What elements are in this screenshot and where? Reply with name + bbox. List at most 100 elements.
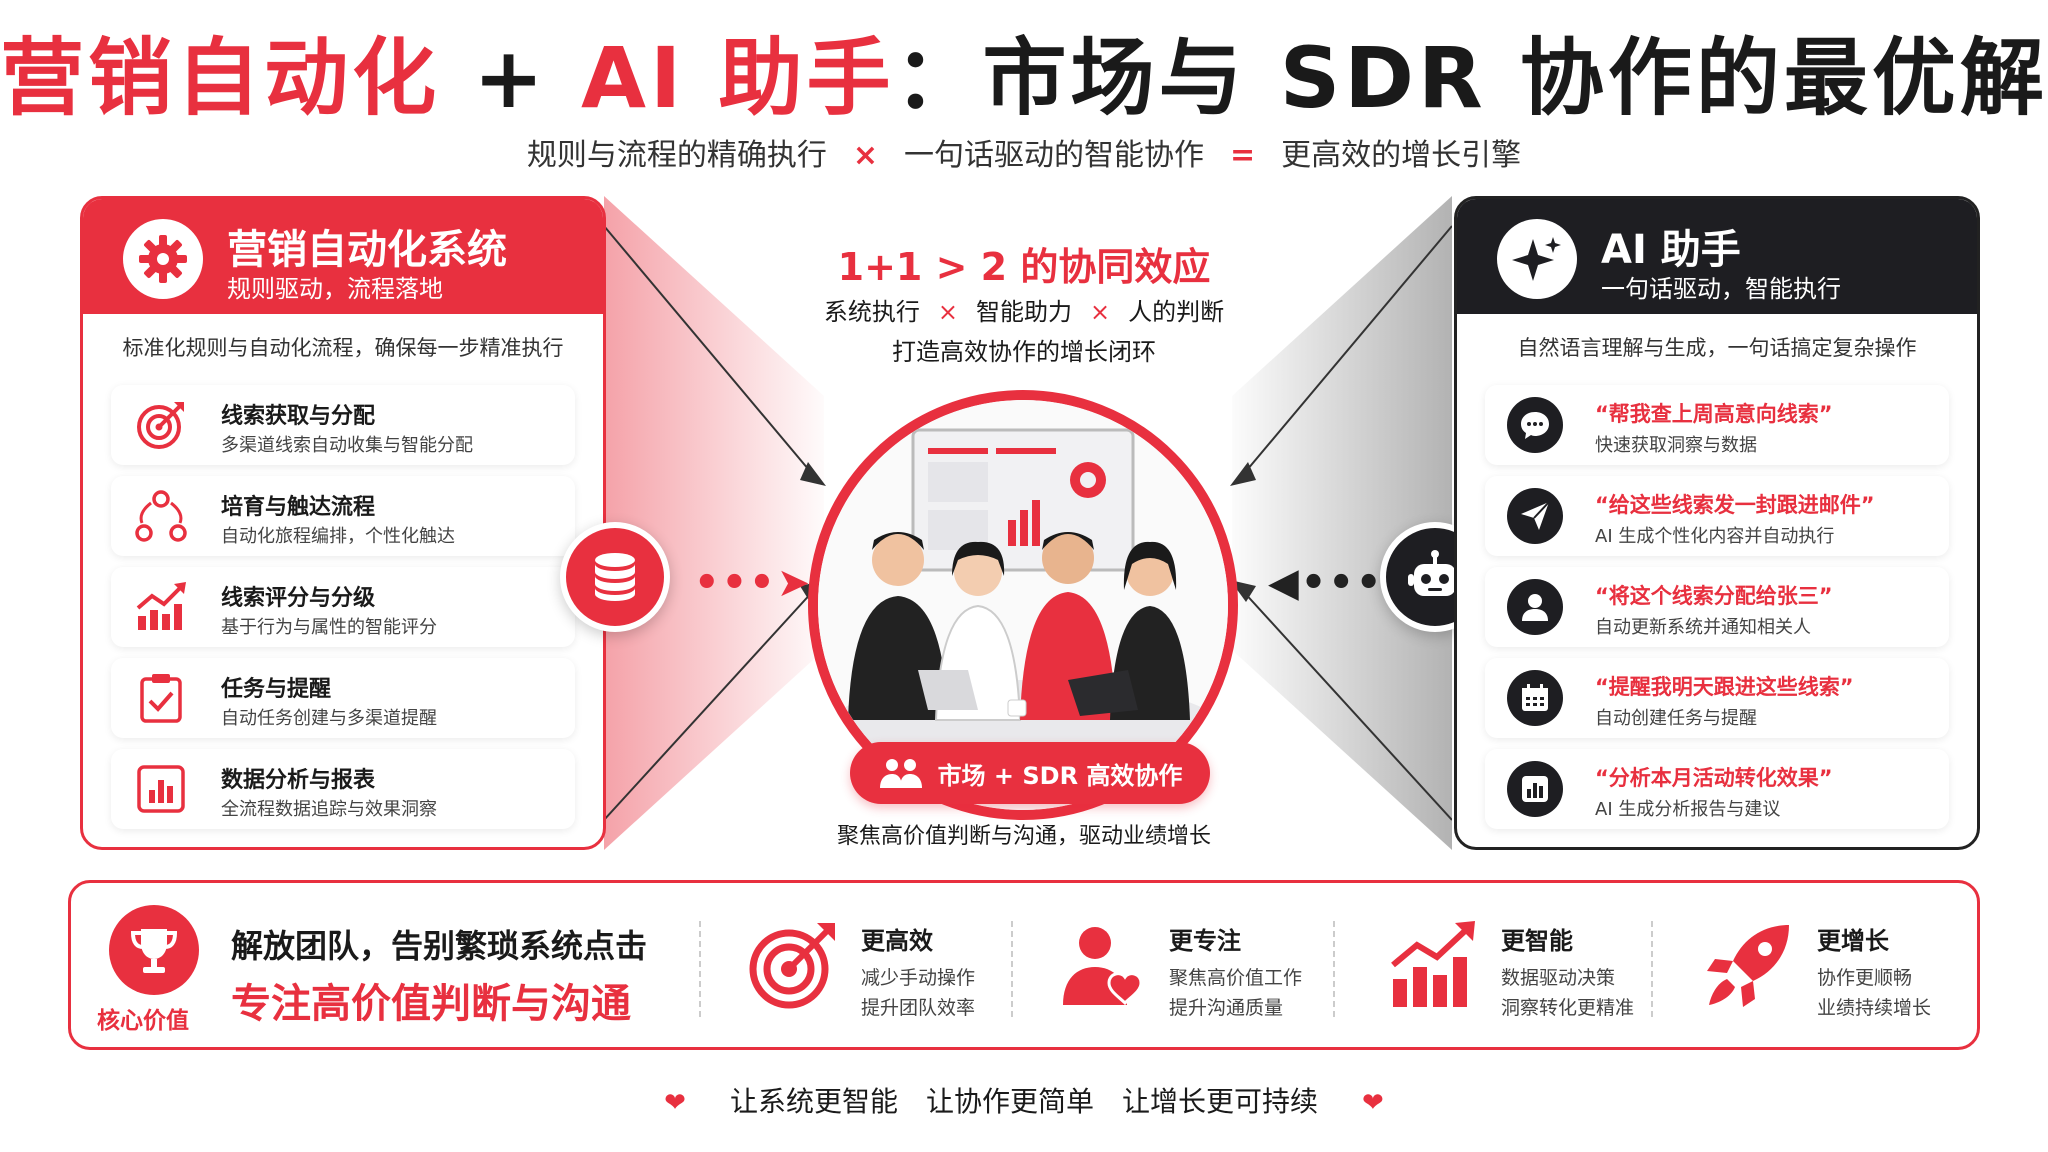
benefit-line1: 协作更顺畅	[1817, 967, 1913, 989]
subtitle-equals: =	[1230, 138, 1256, 173]
gear-icon	[123, 219, 203, 299]
synergy-heading: 1+1 > 2 的协同效应	[837, 245, 1211, 289]
item-desc: 多渠道线索自动收集与智能分配	[221, 435, 473, 456]
trophy-icon	[109, 905, 199, 995]
clipboard-check-icon	[133, 670, 189, 726]
benefit-smarter: 更智能 数据驱动决策 洞察转化更精准	[1383, 903, 1673, 1033]
item-title: 任务与提醒	[221, 677, 332, 702]
benefit-line2: 洞察转化更精准	[1501, 997, 1635, 1019]
chat-bubble-icon	[1507, 397, 1563, 453]
list-item: 线索评分与分级 基于行为与属性的智能评分	[111, 567, 575, 647]
divider	[1651, 921, 1653, 1017]
panel-subtitle: 规则驱动，流程落地	[227, 275, 443, 303]
heart-icon: ❤	[1362, 1088, 1384, 1118]
center-caption: 聚焦高价值判断与沟通，驱动业绩增长	[836, 824, 1211, 849]
panel-description: 标准化规则与自动化流程，确保每一步精准执行	[122, 336, 564, 360]
ai-assistant-panel: AI 助手 一句话驱动，智能执行 自然语言理解与生成，一句话搞定复杂操作 “帮我…	[1454, 196, 1980, 850]
paper-plane-icon	[1507, 488, 1563, 544]
list-item: “给这些线索发一封跟进邮件” AI 生成个性化内容并自动执行	[1485, 476, 1949, 556]
list-item: 培育与触达流程 自动化旅程编排，个性化触达	[111, 476, 575, 556]
core-value-label: 核心价值	[97, 1008, 189, 1034]
benefit-line2: 业绩持续增长	[1817, 997, 1932, 1019]
item-title: “提醒我明天跟进这些线索”	[1595, 675, 1854, 699]
panel-description: 自然语言理解与生成，一句话搞定复杂操作	[1517, 336, 1917, 360]
list-item: 任务与提醒 自动任务创建与多渠道提醒	[111, 658, 575, 738]
synergy-tagline: 打造高效协作的增长闭环	[892, 338, 1156, 366]
list-item: “提醒我明天跟进这些线索” 自动创建任务与提醒	[1485, 658, 1949, 738]
target-icon	[133, 397, 189, 453]
collaboration-badge: 市场 + SDR 高效协作	[850, 742, 1210, 804]
benefit-line2: 提升团队效率	[861, 997, 976, 1019]
benefit-focused: 更专注 聚焦高价值工作 提升沟通质量	[1051, 903, 1321, 1033]
benefit-line1: 聚焦高价值工作	[1169, 967, 1303, 989]
target-arrow-icon	[743, 915, 843, 1015]
title-part-ai: AI 助手	[580, 29, 895, 127]
feature-list: 线索获取与分配 多渠道线索自动收集与智能分配 培育与触达流程 自动化旅程编排，个…	[111, 385, 575, 840]
item-desc: 全流程数据追踪与效果洞察	[221, 799, 437, 820]
team-illustration	[808, 390, 1238, 820]
slogan-c: 让增长更可持续	[1122, 1085, 1319, 1118]
database-icon	[560, 522, 670, 632]
divider	[1011, 921, 1013, 1017]
benefit-efficient: 更高效 减少手动操作 提升团队效率	[743, 903, 1003, 1033]
item-title: 数据分析与报表	[221, 768, 376, 793]
sparkle-icon	[1497, 219, 1577, 299]
panel-title: AI 助手	[1601, 227, 1741, 273]
item-title: “帮我查上周高意向线索”	[1595, 402, 1833, 426]
benefit-growth: 更增长 协作更顺畅 业绩持续增长	[1699, 903, 1969, 1033]
person-heart-icon	[1051, 915, 1151, 1015]
list-item: “帮我查上周高意向线索” 快速获取洞察与数据	[1485, 385, 1949, 465]
heart-icon: ❤	[664, 1088, 686, 1118]
formula-ai: 智能助力	[976, 298, 1072, 326]
panel-header: AI 助手 一句话驱动，智能执行	[1457, 199, 1977, 314]
item-desc: 基于行为与属性的智能评分	[221, 617, 437, 638]
item-title: 线索获取与分配	[221, 404, 376, 429]
item-desc: AI 生成分析报告与建议	[1595, 799, 1781, 820]
title-part-rest: ：市场与 SDR 协作的最优解	[894, 29, 2048, 127]
core-value-bar: 核心价值 解放团队，告别繁琐系统点击 专注高价值判断与沟通 更高效 减少手动操作…	[68, 880, 1980, 1050]
analytics-icon	[1507, 761, 1563, 817]
slogan-a: 让系统更智能	[729, 1085, 898, 1118]
formula-system: 系统执行	[823, 298, 920, 326]
list-item: “将这个线索分配给张三” 自动更新系统并通知相关人	[1485, 567, 1949, 647]
formula-human: 人的判断	[1128, 298, 1225, 326]
rocket-icon	[1699, 915, 1799, 1015]
list-item: 线索获取与分配 多渠道线索自动收集与智能分配	[111, 385, 575, 465]
team-icon	[878, 756, 924, 790]
formula-times: ×	[937, 298, 958, 326]
bar-chart-icon	[133, 761, 189, 817]
workflow-icon	[133, 488, 189, 544]
subtitle-a: 规则与流程的精确执行	[526, 138, 827, 173]
benefit-title: 更智能	[1501, 927, 1573, 955]
benefit-title: 更专注	[1169, 927, 1241, 955]
divider	[1333, 921, 1335, 1017]
right-connector-cone	[1230, 196, 1452, 850]
arrow-left-icon: ◀•••	[1268, 560, 1384, 606]
growth-chart-icon	[133, 579, 189, 635]
calendar-icon	[1507, 670, 1563, 726]
list-item: “分析本月活动转化效果” AI 生成分析报告与建议	[1485, 749, 1949, 829]
item-desc: 自动创建任务与提醒	[1595, 708, 1757, 729]
formula-times: ×	[1090, 298, 1111, 326]
panel-title: 营销自动化系统	[227, 227, 507, 273]
user-icon	[1507, 579, 1563, 635]
item-desc: 快速获取洞察与数据	[1595, 435, 1757, 456]
core-value-line2: 专注高价值判断与沟通	[231, 981, 631, 1027]
synergy-formula: 系统执行 × 智能助力 × 人的判断	[724, 292, 1324, 327]
slogan-b: 让协作更简单	[925, 1085, 1094, 1118]
marketing-automation-panel: 营销自动化系统 规则驱动，流程落地 标准化规则与自动化流程，确保每一步精准执行 …	[80, 196, 606, 850]
growth-chart-icon	[1383, 915, 1483, 1015]
panel-header: 营销自动化系统 规则驱动，流程落地	[83, 199, 603, 314]
title-part-automation: 营销自动化	[0, 29, 441, 127]
subtitle-times: ×	[852, 138, 878, 173]
item-title: “分析本月活动转化效果”	[1595, 766, 1833, 790]
arrow-right-icon: •••➤	[694, 560, 813, 606]
benefit-title: 更高效	[861, 927, 933, 955]
page-subtitle: 规则与流程的精确执行×一句话驱动的智能协作=更高效的增长引擎	[0, 130, 2048, 174]
item-desc: 自动化旅程编排，个性化触达	[221, 526, 455, 547]
benefit-line2: 提升沟通质量	[1169, 997, 1284, 1019]
collaboration-badge-label: 市场 + SDR 高效协作	[937, 761, 1183, 790]
benefit-title: 更增长	[1817, 927, 1889, 955]
list-item: 数据分析与报表 全流程数据追踪与效果洞察	[111, 749, 575, 829]
core-value-line1: 解放团队，告别繁琐系统点击	[231, 927, 648, 965]
